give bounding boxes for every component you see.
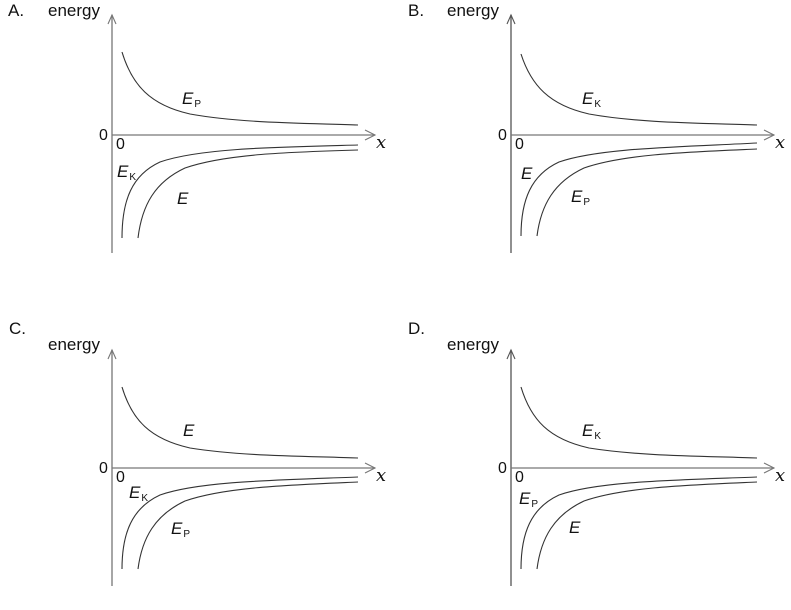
option-b-panel: B. energy 0 0 x EK E EP	[399, 0, 791, 295]
origin-y-label: 0	[498, 127, 507, 144]
upper-curve	[121, 51, 359, 126]
origin-x-label: 0	[116, 136, 125, 153]
y-axis-arrow-icon	[506, 348, 516, 360]
upper-curve-label: EK	[582, 421, 602, 442]
x-axis-arrow-icon	[763, 462, 776, 474]
energy-graph-d	[506, 348, 776, 586]
origin-y-label: 0	[99, 127, 108, 144]
option-d-panel: D. energy 0 0 x EK EP E	[399, 315, 791, 610]
origin-y-label: 0	[498, 460, 507, 477]
lower-outer-curve-label: EP	[571, 187, 591, 208]
y-axis-label: energy	[48, 1, 100, 20]
energy-graph-a	[107, 13, 377, 253]
lower-inner-curve	[520, 476, 758, 570]
upper-curve	[520, 53, 758, 126]
lower-outer-curve	[137, 481, 359, 570]
upper-curve-label: EK	[582, 89, 602, 110]
x-axis-arrow-icon	[364, 462, 377, 474]
upper-curve-label: E	[183, 421, 195, 440]
y-axis-arrow-icon	[506, 13, 516, 25]
y-axis-arrow-icon	[107, 13, 117, 25]
option-letter: C.	[9, 319, 26, 338]
lower-inner-curve	[121, 476, 359, 570]
upper-curve-label: EP	[182, 89, 202, 110]
x-axis-label: x	[376, 132, 387, 153]
option-letter: D.	[408, 319, 425, 338]
lower-outer-curve-label: E	[569, 518, 581, 537]
lower-inner-curve-label: E	[521, 164, 533, 183]
lower-outer-curve	[536, 148, 758, 237]
x-axis-arrow-icon	[763, 129, 776, 141]
lower-inner-curve	[520, 142, 758, 237]
lower-outer-curve-label: EP	[171, 519, 191, 540]
energy-graph-b	[506, 13, 776, 253]
origin-y-label: 0	[99, 460, 108, 477]
upper-curve	[121, 386, 359, 459]
origin-x-label: 0	[515, 136, 524, 153]
y-axis-arrow-icon	[107, 348, 117, 360]
lower-outer-curve	[536, 481, 758, 570]
x-axis-arrow-icon	[364, 129, 377, 141]
x-axis-label: x	[376, 465, 387, 486]
lower-outer-curve-label: E	[177, 189, 189, 208]
lower-inner-curve-label: EK	[129, 483, 149, 504]
y-axis-label: energy	[48, 335, 100, 354]
origin-x-label: 0	[515, 469, 524, 486]
energy-graph-c	[107, 348, 377, 586]
lower-inner-curve	[121, 144, 359, 239]
option-letter: A.	[8, 1, 25, 20]
option-a-panel: A. energy 0 0 x EP EK E	[0, 0, 395, 295]
option-c-panel: C. energy 0 0 x E EK EP	[0, 315, 395, 610]
y-axis-label: energy	[447, 1, 499, 20]
lower-inner-curve-label: EP	[519, 489, 539, 510]
x-axis-label: x	[775, 465, 786, 486]
upper-curve	[520, 386, 758, 459]
x-axis-label: x	[775, 132, 786, 153]
lower-outer-curve	[137, 149, 359, 239]
lower-inner-curve-label: EK	[117, 162, 137, 183]
y-axis-label: energy	[447, 335, 499, 354]
option-letter: B.	[408, 1, 425, 20]
origin-x-label: 0	[116, 469, 125, 486]
